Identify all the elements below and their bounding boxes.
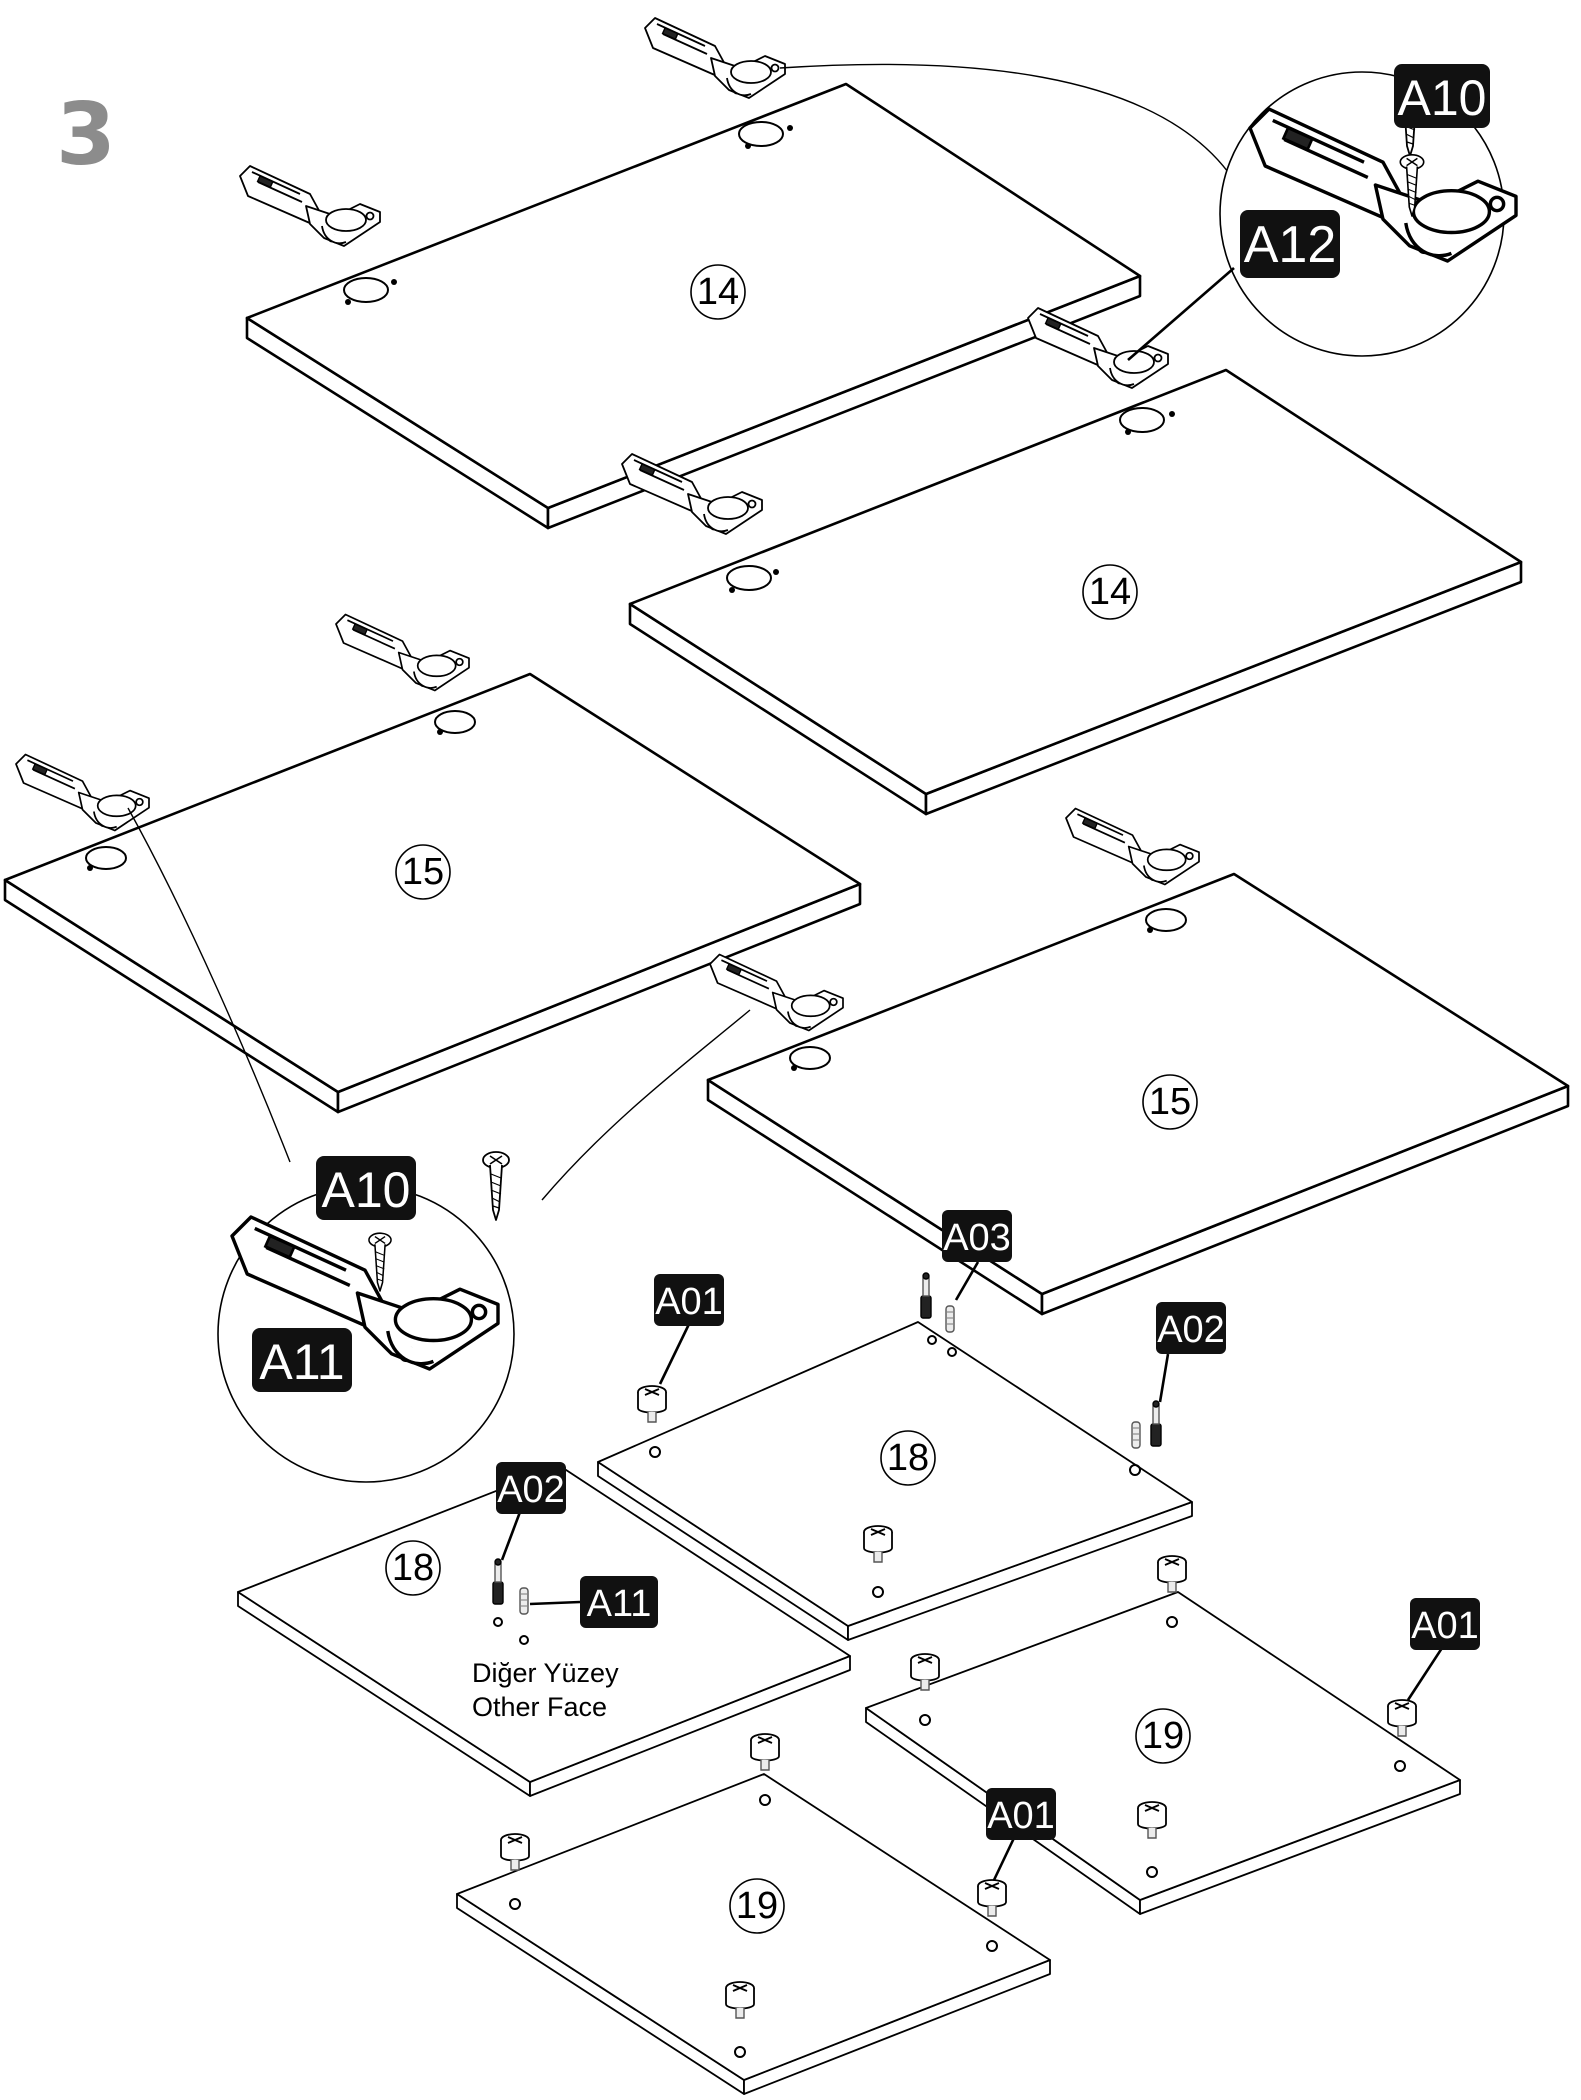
- step-number: 3: [56, 85, 116, 185]
- svg-text:A11: A11: [587, 1583, 652, 1625]
- cam-lock-icon: [750, 1733, 780, 1771]
- svg-text:14: 14: [1089, 571, 1131, 613]
- cam-dowel-icon: [1150, 1400, 1162, 1447]
- part-label-19: 19: [1135, 1708, 1191, 1764]
- hinge: [239, 165, 381, 247]
- part-label-19b: 19: [729, 1878, 785, 1934]
- hinge-cup-hole: [1145, 908, 1187, 932]
- panel-15-right: 15: [706, 872, 1570, 1316]
- hinge-cup-hole: [738, 121, 784, 147]
- svg-text:A02: A02: [1157, 1309, 1225, 1351]
- detail-zoom-top: [779, 63, 1518, 361]
- svg-text:A02: A02: [497, 1469, 565, 1511]
- svg-text:18: 18: [887, 1437, 929, 1479]
- cam-lock-icon: [637, 1385, 667, 1423]
- panel-19-left: 19: [456, 1773, 1051, 2095]
- part-label-15b: 15: [1142, 1074, 1198, 1130]
- cam-lock-icon: [1157, 1555, 1187, 1593]
- svg-text:14: 14: [697, 271, 739, 313]
- part-label-14b: 14: [1082, 564, 1138, 620]
- panel-14-top: 14: [245, 82, 1142, 530]
- hinge-cup-hole: [85, 846, 127, 870]
- tag-a11-left: A11: [252, 1328, 352, 1392]
- wood-dowel-icon: [945, 1305, 955, 1333]
- wood-dowel-icon: [1131, 1421, 1141, 1449]
- svg-text:15: 15: [1149, 1081, 1191, 1123]
- hinge: [644, 17, 786, 99]
- part-label-18: 18: [880, 1430, 936, 1486]
- hinge: [1027, 307, 1169, 389]
- part-label-18b: 18: [385, 1540, 441, 1596]
- cam-dowel-icon: [492, 1558, 504, 1605]
- part-label-15: 15: [395, 844, 451, 900]
- svg-text:A10: A10: [1398, 70, 1487, 126]
- svg-text:A01: A01: [987, 1795, 1055, 1837]
- hinge-cup-hole: [1119, 407, 1165, 433]
- svg-text:A11: A11: [259, 1334, 344, 1390]
- cam-lock-icon: [977, 1879, 1007, 1917]
- panel-15-left: 15: [3, 672, 862, 1114]
- panel-18-left: 18: [237, 1465, 851, 1797]
- svg-text:A12: A12: [1244, 216, 1337, 274]
- svg-text:19: 19: [736, 1885, 778, 1927]
- tag-a10-top: A10: [1394, 64, 1490, 128]
- panel-18-right: 18: [597, 1321, 1193, 1641]
- hinge-cup-hole: [434, 710, 476, 734]
- tag-a01-right: A01: [1406, 1598, 1480, 1701]
- tag-a01-left: A01: [654, 1274, 724, 1385]
- cam-lock-icon: [500, 1833, 530, 1871]
- hinge-cup-hole: [343, 277, 389, 303]
- tag-a03: A03: [942, 1210, 1012, 1301]
- svg-text:19: 19: [1142, 1715, 1184, 1757]
- cam-lock-icon: [1387, 1699, 1417, 1737]
- tag-a02-right: A02: [1156, 1302, 1226, 1403]
- panel-19-right: 19: [865, 1591, 1461, 1915]
- hinge: [15, 753, 150, 832]
- part-label-14: 14: [690, 264, 746, 320]
- svg-text:A01: A01: [1411, 1605, 1479, 1647]
- note-other-face-en: Other Face: [472, 1692, 607, 1722]
- hinge: [709, 953, 844, 1032]
- tag-a01-bottom: A01: [986, 1788, 1056, 1881]
- svg-text:A10: A10: [322, 1162, 411, 1218]
- note-other-face-tr: Diğer Yüzey: [472, 1658, 619, 1688]
- svg-text:A03: A03: [943, 1217, 1011, 1259]
- cam-dowel-icon: [920, 1272, 932, 1319]
- tag-a10-left: A10: [316, 1156, 416, 1220]
- tag-a11-lower: A11: [529, 1576, 658, 1628]
- svg-text:15: 15: [402, 851, 444, 893]
- svg-text:18: 18: [392, 1547, 434, 1589]
- wood-dowel-icon: [519, 1587, 529, 1615]
- tag-a12-top: A12: [1240, 210, 1340, 278]
- hinge-cup-hole: [789, 1046, 831, 1070]
- hinge: [1065, 807, 1200, 886]
- tag-a02-lower: A02: [496, 1462, 566, 1561]
- screw-icon: [482, 1151, 510, 1221]
- hinge-cup-hole: [726, 565, 772, 591]
- panel-14-right: 14: [628, 368, 1523, 816]
- svg-text:A01: A01: [655, 1281, 723, 1323]
- hinge: [335, 613, 470, 692]
